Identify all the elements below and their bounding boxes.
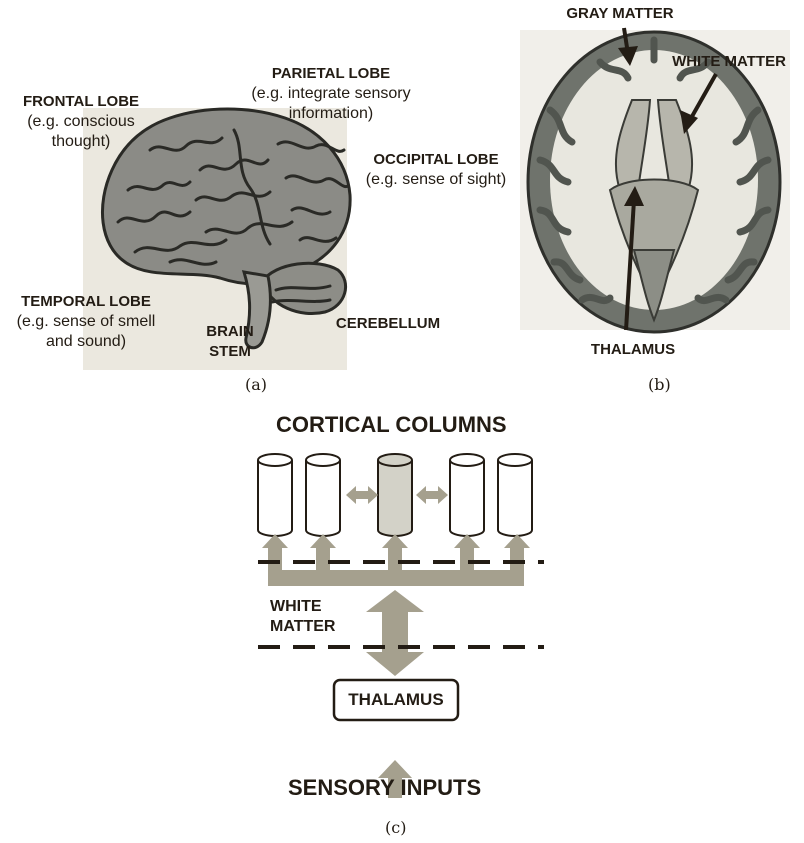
cortical-column-1 bbox=[258, 454, 292, 536]
white-matter-double-arrow bbox=[366, 590, 424, 676]
white-matter-label-c: WHITE MATTER bbox=[270, 597, 340, 637]
gray-matter-text: GRAY MATTER bbox=[550, 4, 690, 24]
occipital-lobe-desc-1: (e.g. sense of sight) bbox=[366, 171, 507, 188]
caption-a: (a) bbox=[245, 375, 267, 394]
white-matter-label: WHITE MATTER bbox=[656, 52, 802, 72]
white-matter-arrow bbox=[680, 74, 716, 134]
brain-lateral-figure: FRONTAL LOBE (e.g. conscious thought) PA… bbox=[0, 0, 520, 400]
gray-matter-label: GRAY MATTER bbox=[550, 4, 690, 24]
thalamus-label-c: THALAMUS bbox=[334, 690, 458, 710]
frontal-lobe-desc-1: (e.g. conscious bbox=[27, 113, 135, 130]
sensory-inputs-label: SENSORY INPUTS bbox=[288, 775, 481, 801]
brain-stem-label: BRAIN STEM bbox=[190, 322, 270, 362]
white-matter-text: WHITE MATTER bbox=[656, 52, 802, 72]
parietal-lobe-name: PARIETAL LOBE bbox=[236, 64, 426, 84]
parietal-lobe-desc-1: (e.g. integrate sensory bbox=[251, 85, 410, 102]
cerebellum-name: CEREBELLUM bbox=[318, 314, 458, 334]
cortical-column-4 bbox=[450, 454, 484, 536]
parietal-lobe-label: PARIETAL LOBE (e.g. integrate sensory in… bbox=[236, 64, 426, 124]
cortical-column-schematic: CORTICAL COLUMNS bbox=[0, 400, 804, 843]
brain-horizontal-section-figure: GRAY MATTER WHITE MATTER THALAMUS (b) bbox=[510, 0, 804, 400]
occipital-lobe-name: OCCIPITAL LOBE bbox=[346, 150, 526, 170]
frontal-lobe-name: FRONTAL LOBE bbox=[10, 92, 152, 112]
thalamus-label-b: THALAMUS bbox=[568, 340, 698, 360]
cerebellum-label: CEREBELLUM bbox=[318, 314, 458, 334]
thalamus-text-b: THALAMUS bbox=[568, 340, 698, 360]
lateral-arrow-right bbox=[416, 486, 448, 504]
frontal-lobe-label: FRONTAL LOBE (e.g. conscious thought) bbox=[10, 92, 152, 152]
cortical-column-5 bbox=[498, 454, 532, 536]
cortical-feed-arrows bbox=[262, 534, 530, 798]
frontal-lobe-desc-2: thought) bbox=[52, 133, 111, 150]
temporal-lobe-label: TEMPORAL LOBE (e.g. sense of smell and s… bbox=[0, 292, 172, 352]
temporal-lobe-name: TEMPORAL LOBE bbox=[0, 292, 172, 312]
brain-stem-line-2: STEM bbox=[190, 342, 270, 362]
temporal-lobe-desc-1: (e.g. sense of smell bbox=[17, 313, 156, 330]
lateral-arrow-left bbox=[346, 486, 378, 504]
white-matter-line-2: MATTER bbox=[270, 617, 340, 637]
gray-matter-arrow bbox=[618, 28, 638, 66]
cortical-column-2 bbox=[306, 454, 340, 536]
cortical-column-3-active bbox=[378, 454, 412, 536]
occipital-lobe-label: OCCIPITAL LOBE (e.g. sense of sight) bbox=[346, 150, 526, 190]
thalamus-arrow bbox=[624, 186, 644, 330]
thalamus-text-c: THALAMUS bbox=[334, 690, 458, 710]
brain-stem-line-1: BRAIN bbox=[190, 322, 270, 342]
caption-b: (b) bbox=[648, 375, 671, 394]
white-matter-line-1: WHITE bbox=[270, 597, 340, 617]
temporal-lobe-desc-2: and sound) bbox=[46, 333, 126, 350]
parietal-lobe-desc-2: information) bbox=[289, 105, 373, 122]
caption-c: (c) bbox=[385, 818, 406, 837]
cortical-columns bbox=[258, 454, 532, 536]
